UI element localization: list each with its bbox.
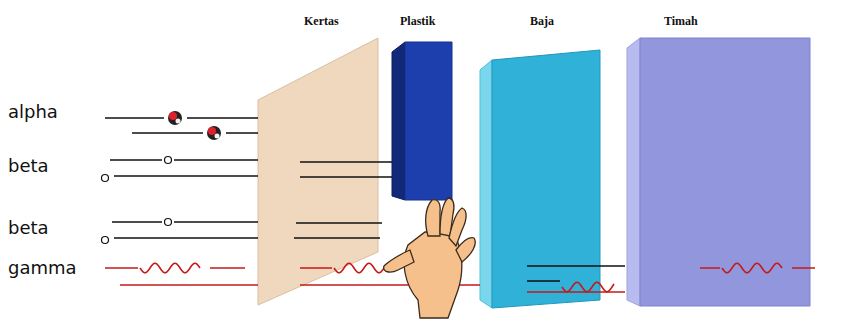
beta-particle: [102, 175, 109, 182]
ray-line: [174, 221, 258, 223]
beta-particle: [165, 157, 172, 164]
material-heading: Plastik: [398, 14, 437, 29]
radiation-name: beta: [6, 156, 51, 176]
ray-line: [294, 237, 380, 239]
panel-face: [627, 38, 640, 306]
ray-line: [110, 159, 162, 161]
gamma-wave: [562, 282, 614, 291]
ray-line: [105, 267, 138, 269]
radiation-name: beta: [6, 218, 51, 238]
panel-face: [640, 38, 810, 306]
panel-shape: [388, 6, 458, 204]
ray-line: [132, 132, 203, 134]
beta-particle: [165, 219, 172, 226]
ray-line: [187, 117, 258, 119]
ray-line: [226, 132, 258, 134]
ray-line: [210, 267, 245, 269]
ray-line: [300, 161, 392, 163]
alpha-particle: [168, 111, 182, 125]
panel-face: [392, 42, 405, 200]
plastic-block: Plastik: [388, 6, 458, 204]
material-heading: Kertas: [302, 14, 341, 29]
panel-face: [492, 50, 600, 308]
gamma-wave: [722, 263, 782, 272]
ray-line: [792, 267, 815, 269]
gamma-wave: [140, 263, 200, 272]
material-heading: Timah: [662, 14, 700, 29]
panel-face: [405, 42, 452, 200]
ray-line: [296, 222, 382, 224]
panel-shape: [620, 6, 816, 310]
ray-line: [527, 280, 560, 282]
ray-line: [105, 117, 164, 119]
ray-line: [120, 284, 258, 286]
ray-line: [527, 291, 625, 293]
panel-face: [480, 60, 492, 308]
lead-block: Timah: [620, 6, 816, 310]
panel-shape: [476, 6, 606, 310]
radiation-name: gamma: [6, 258, 79, 278]
ray-line: [300, 267, 332, 269]
ray-line: [112, 221, 162, 223]
beta-particle: [102, 237, 109, 244]
material-heading: Baja: [528, 14, 556, 29]
ray-line: [114, 237, 258, 239]
ray-line: [114, 175, 258, 177]
steel-plate: Baja: [476, 6, 606, 310]
ray-line: [174, 159, 258, 161]
alpha-particle: [207, 126, 221, 140]
ray-line: [700, 267, 720, 269]
radiation-name: alpha: [6, 102, 60, 122]
ray-line: [300, 176, 392, 178]
panel-face: [258, 38, 378, 305]
ray-line: [527, 265, 625, 267]
hand-illustration: [384, 198, 476, 318]
